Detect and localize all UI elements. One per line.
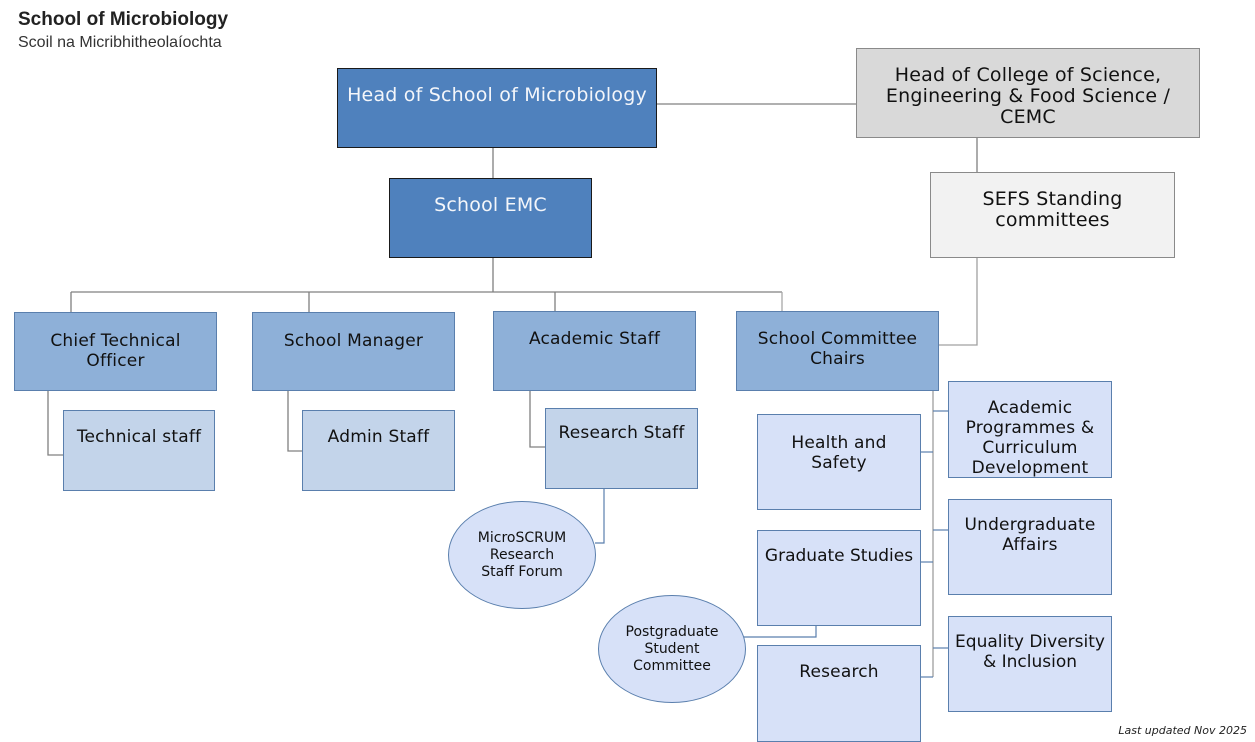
node-label: SEFS Standing committees xyxy=(982,188,1123,231)
node-label: Chief Technical Officer xyxy=(50,331,181,371)
node-head-of-school: Head of School of Microbiology xyxy=(337,68,657,148)
node-label: Admin Staff xyxy=(327,427,430,447)
node-sefs-committees: SEFS Standing committees xyxy=(930,172,1175,258)
node-label: Equality Diversity & Inclusion xyxy=(955,632,1105,672)
node-postgraduate-committee: Postgraduate Student Committee xyxy=(598,595,746,703)
node-technical-staff: Technical staff xyxy=(63,410,215,491)
node-committee-chairs: School Committee Chairs xyxy=(736,311,939,391)
node-health-and-safety: Health and Safety xyxy=(757,414,921,510)
node-school-emc: School EMC xyxy=(389,178,592,258)
node-academic-programmes: Academic Programmes & Curriculum Develop… xyxy=(948,381,1112,478)
node-academic-staff: Academic Staff xyxy=(493,311,696,391)
node-label: School Manager xyxy=(283,331,424,351)
node-research-staff: Research Staff xyxy=(545,408,698,489)
connector-cto-to-tech xyxy=(47,391,63,456)
last-updated-note: Last updated Nov 2025 xyxy=(1118,724,1247,737)
node-label: Academic Programmes & Curriculum Develop… xyxy=(965,398,1095,478)
node-head-of-college: Head of College of Science, Engineering … xyxy=(856,48,1200,138)
connector-academic-to-research xyxy=(529,391,545,448)
node-undergraduate-affairs: Undergraduate Affairs xyxy=(948,499,1112,595)
node-equality-diversity-inclusion: Equality Diversity & Inclusion xyxy=(948,616,1112,712)
node-label: MicroSCRUM Research Staff Forum xyxy=(477,529,567,580)
node-label: Health and Safety xyxy=(791,433,887,473)
node-label: School Committee Chairs xyxy=(757,329,918,369)
node-label: Research Staff xyxy=(558,423,685,443)
node-school-manager: School Manager xyxy=(252,312,455,391)
node-admin-staff: Admin Staff xyxy=(302,410,455,491)
page-title: School of Microbiology xyxy=(18,9,229,30)
node-microscrum-forum: MicroSCRUM Research Staff Forum xyxy=(448,501,596,609)
page-subtitle: Scoil na Micribhitheolaíochta xyxy=(18,34,222,51)
node-label: Research xyxy=(799,662,879,682)
node-research: Research xyxy=(757,645,921,742)
node-label: Head of College of Science, Engineering … xyxy=(885,64,1171,128)
node-graduate-studies: Graduate Studies xyxy=(757,530,921,626)
node-label: Head of School of Microbiology xyxy=(347,84,647,106)
connector-manager-to-admin xyxy=(287,391,302,452)
connector-graduate-to-postgrad xyxy=(744,625,817,638)
node-label: Postgraduate Student Committee xyxy=(625,623,719,674)
node-chief-technical-officer: Chief Technical Officer xyxy=(14,312,217,391)
node-label: Academic Staff xyxy=(528,329,661,349)
connector-sefs-to-chairs xyxy=(938,258,978,346)
connector-research-to-microscrum xyxy=(595,488,605,544)
node-label: School EMC xyxy=(434,194,547,216)
node-label: Technical staff xyxy=(76,427,202,447)
node-label: Undergraduate Affairs xyxy=(964,515,1096,555)
node-label: Graduate Studies xyxy=(764,546,914,566)
